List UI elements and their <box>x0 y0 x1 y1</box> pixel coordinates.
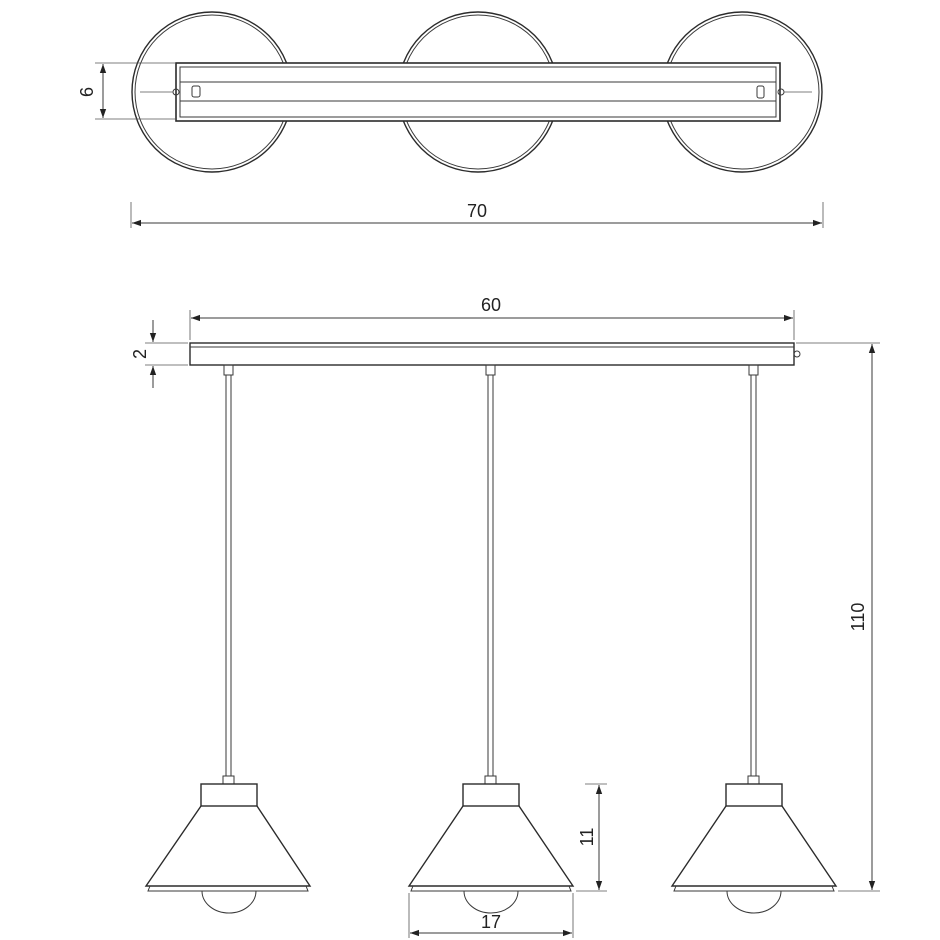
pendant-left <box>144 364 312 914</box>
dimension-width-label: 70 <box>467 201 487 221</box>
front-view-canopy <box>189 342 801 366</box>
dimension-shade-diameter-label: 17 <box>481 912 501 932</box>
dimension-shade-height-label: 11 <box>577 828 597 847</box>
pendant-right <box>670 364 838 914</box>
dimension-depth-label: 6 <box>77 87 97 97</box>
dimension-shade-diameter: 17 <box>408 893 574 938</box>
front-view: 60 2 <box>130 295 880 938</box>
top-view-screw-right <box>756 85 765 99</box>
dimension-canopy-height-label: 2 <box>130 349 150 359</box>
dimension-canopy-length-label: 60 <box>481 295 501 315</box>
dimension-canopy-length: 60 <box>189 295 795 340</box>
pendant-center <box>407 364 575 914</box>
dimension-canopy-height: 2 <box>130 320 188 388</box>
dimension-depth: 6 <box>77 62 176 120</box>
dimension-shade-height: 11 <box>576 783 607 892</box>
dimension-width: 70 <box>130 201 824 228</box>
dimension-total-height: 110 <box>796 342 880 892</box>
dimension-total-height-label: 110 <box>848 603 868 632</box>
top-view: 6 70 <box>77 11 824 228</box>
top-view-screw-left <box>191 85 201 98</box>
top-view-canopy <box>140 62 812 122</box>
